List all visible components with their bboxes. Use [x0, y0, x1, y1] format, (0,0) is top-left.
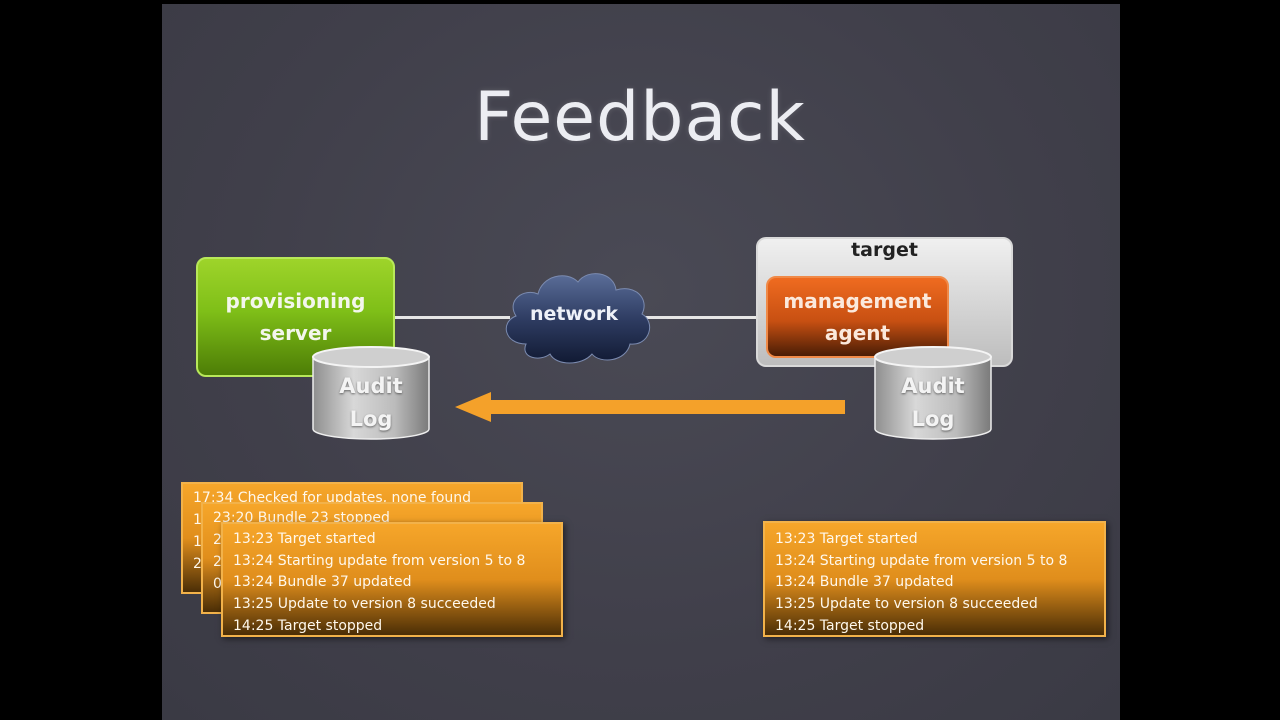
- target-audit-log-line2: Log: [911, 407, 955, 431]
- feedback-arrow-icon: [455, 392, 845, 422]
- target-log-line: 13:24 Bundle 37 updated: [775, 574, 954, 590]
- target-audit-log-label: Audit Log: [873, 370, 993, 436]
- server-log-back-1-edge-1: 2: [213, 532, 222, 548]
- server-log-back-1-edge-2: 2: [213, 554, 222, 570]
- target-log-line: 13:25 Update to version 8 succeeded: [775, 596, 1038, 612]
- network-label: network: [530, 303, 618, 325]
- server-log-back-2-edge-3: 2: [193, 556, 202, 572]
- server-audit-log-line1: Audit: [339, 374, 403, 398]
- target-log-line: 13:23 Target started: [775, 531, 918, 547]
- target-label: target: [851, 239, 918, 261]
- server-log-line: 13:24 Starting update from version 5 to …: [233, 553, 526, 569]
- target-audit-log-line1: Audit: [901, 374, 965, 398]
- server-audit-log-cylinder-icon: [312, 346, 430, 440]
- target-audit-log-cylinder-icon: [874, 346, 992, 440]
- provisioning-server-label-line1: provisioning: [225, 289, 366, 313]
- management-agent-box: management agent: [766, 276, 949, 358]
- server-log-back-2-edge-1: 1: [193, 512, 202, 528]
- server-log-line: 13:24 Bundle 37 updated: [233, 574, 412, 590]
- provisioning-server-box: provisioning server: [196, 257, 395, 377]
- management-agent-label-line2: agent: [824, 321, 891, 345]
- server-network-link: [395, 316, 510, 319]
- server-log-back-1-edge-3: 0: [213, 576, 222, 592]
- network-target-link: [645, 316, 767, 319]
- server-log-line: 14:25 Target stopped: [233, 618, 383, 634]
- slide-title: Feedback: [474, 78, 806, 157]
- provisioning-server-label-line2: server: [259, 321, 332, 345]
- server-log-line: 13:25 Update to version 8 succeeded: [233, 596, 496, 612]
- server-audit-log-line2: Log: [349, 407, 393, 431]
- target-log-line: 14:25 Target stopped: [775, 618, 925, 634]
- target-log-card: 13:23 Target started 13:24 Starting upda…: [763, 521, 1106, 637]
- network-cloud-icon: network: [505, 273, 651, 364]
- server-audit-log-label: Audit Log: [311, 370, 431, 436]
- server-log-card-front: 13:23 Target started 13:24 Starting upda…: [221, 522, 563, 637]
- target-log-line: 13:24 Starting update from version 5 to …: [775, 553, 1068, 569]
- management-agent-label-line1: management: [783, 289, 932, 313]
- server-log-back-2-edge-2: 1: [193, 534, 202, 550]
- server-log-line: 13:23 Target started: [233, 531, 376, 547]
